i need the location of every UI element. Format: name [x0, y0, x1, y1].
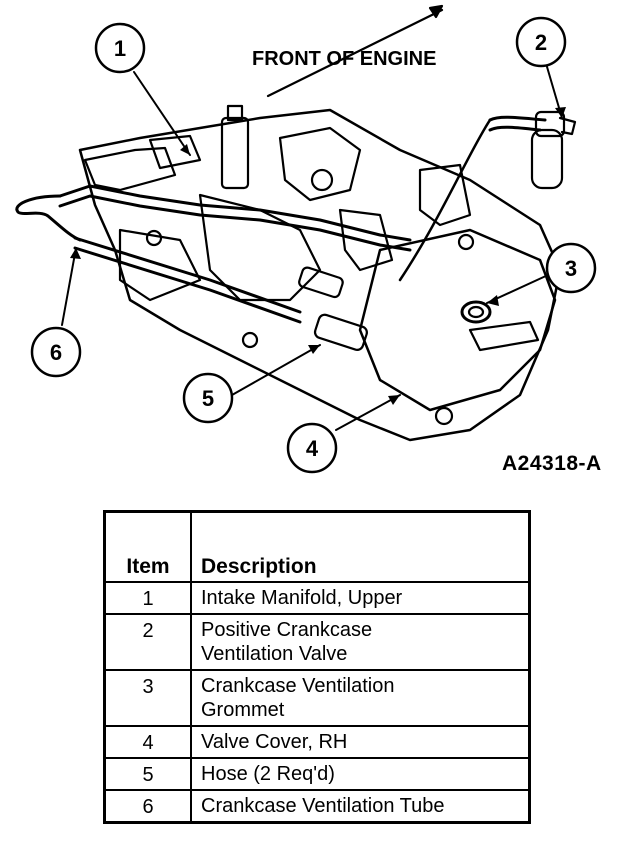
table-row: 6 Crankcase Ventilation Tube	[103, 789, 531, 824]
hose-illustration	[298, 266, 368, 351]
parts-table: Item Description 1 Intake Manifold, Upper…	[103, 510, 531, 824]
callout-5-circle	[182, 372, 234, 424]
item-number-cell: 1	[103, 581, 192, 615]
intake-manifold-illustration	[78, 104, 562, 442]
item-number-cell: 3	[103, 669, 192, 727]
callout-2-label: 2	[535, 30, 547, 55]
callout-3-label: 3	[565, 256, 577, 281]
callout-2-circle	[515, 16, 567, 68]
valve-cover-illustration	[358, 228, 557, 412]
table-row: 4 Valve Cover, RH	[103, 725, 531, 759]
description-line: Positive Crankcase	[201, 619, 373, 641]
description-line: Intake Manifold, Upper	[201, 587, 403, 609]
description-line: Hose (2 Req'd)	[201, 763, 335, 785]
description-line: Valve Cover, RH	[201, 731, 348, 753]
description-line: Ventilation Valve	[201, 643, 348, 665]
callout-1-circle	[94, 22, 146, 74]
figure-id: A24318-A	[502, 452, 602, 475]
front-direction-arrow	[266, 4, 444, 98]
description-column-header: Description	[190, 510, 531, 583]
pcv-valve-illustration	[398, 110, 577, 282]
item-number-cell: 2	[103, 613, 192, 671]
description-cell: Crankcase Ventilation Tube	[190, 789, 531, 824]
engine-diagram: 1 2 3 4 5 6 FRONT OF ENGINE	[15, 4, 597, 474]
callout-5-label: 5	[202, 386, 214, 411]
description-line: Grommet	[201, 699, 285, 721]
callout-1-label: 1	[114, 36, 126, 61]
callout-4-circle	[286, 422, 338, 474]
callout-6-circle	[30, 326, 82, 378]
description-cell: Intake Manifold, Upper	[190, 581, 531, 615]
table-row: 1 Intake Manifold, Upper	[103, 581, 531, 615]
leader-lines	[61, 59, 563, 431]
description-line: Crankcase Ventilation Tube	[201, 795, 445, 817]
callout-3-circle	[545, 242, 597, 294]
item-number-cell: 6	[103, 789, 192, 824]
description-line: Crankcase Ventilation	[201, 675, 395, 697]
description-cell: Valve Cover, RH	[190, 725, 531, 759]
front-of-engine-label: FRONT OF ENGINE	[252, 48, 436, 70]
crankcase-ventilation-tube	[15, 184, 412, 324]
table-header-row: Item Description	[103, 510, 531, 583]
item-number-cell: 5	[103, 757, 192, 791]
callout-4-label: 4	[306, 436, 319, 461]
description-cell: Hose (2 Req'd)	[190, 757, 531, 791]
item-column-header: Item	[103, 510, 192, 583]
table-row: 5 Hose (2 Req'd)	[103, 757, 531, 791]
item-number-cell: 4	[103, 725, 192, 759]
callout-6-label: 6	[50, 340, 62, 365]
